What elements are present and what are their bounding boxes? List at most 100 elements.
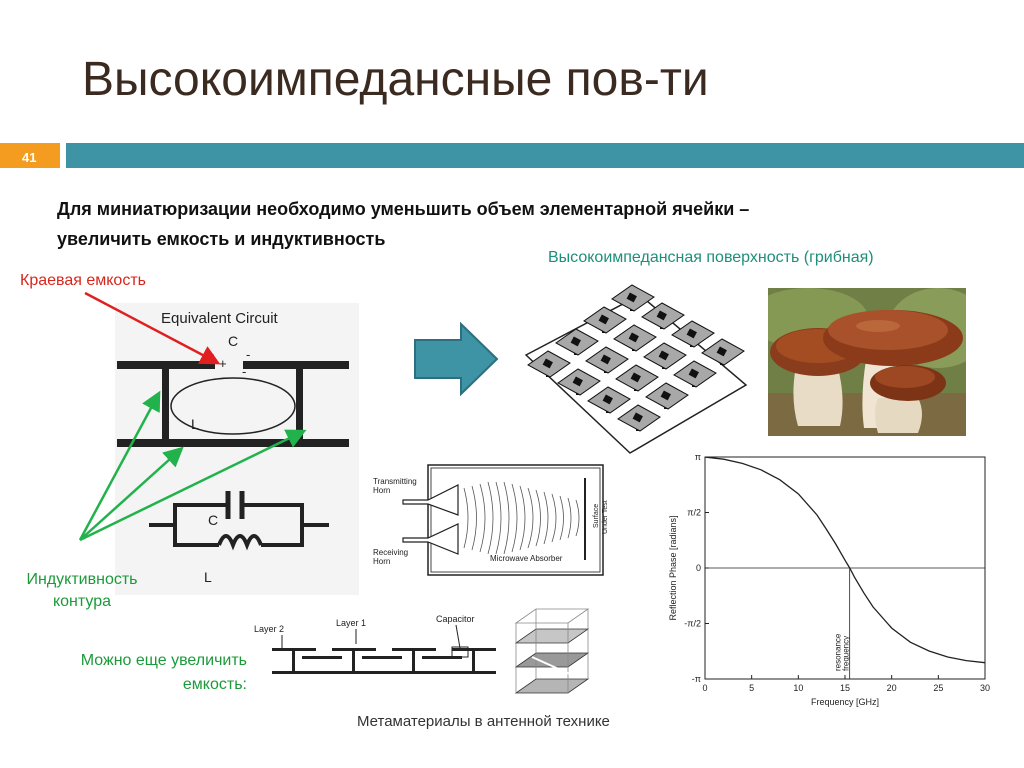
x-tick-label: 20	[887, 683, 897, 693]
patch-center-dot	[658, 350, 669, 361]
footer-text: Метаматериалы в антенной технике	[357, 713, 610, 730]
inductance-label-line-2: контура	[52, 593, 112, 610]
patch-center-dot	[602, 394, 613, 405]
circuit-c-label: C	[228, 333, 238, 349]
patch-center-dot	[542, 358, 553, 369]
x-tick-label: 30	[980, 683, 990, 693]
horn-label-1: Horn	[373, 486, 390, 495]
layer1-plate	[332, 648, 376, 651]
measurement-setup-panel: Transmitting Horn Receiving Horn Microwa…	[368, 460, 613, 580]
layer2-plate	[362, 656, 402, 659]
mushroom-photo	[768, 288, 966, 436]
inductance-label-line-1: Индуктивность	[26, 571, 138, 588]
patch-center-dot	[600, 354, 611, 365]
resonance-annotation-line-1: resonance	[834, 633, 843, 671]
patch-center-dot	[688, 368, 699, 379]
measurement-setup-diagram: Transmitting Horn Receiving Horn Microwa…	[373, 464, 609, 576]
circuit-l-label: L	[191, 416, 199, 432]
layer-via	[472, 651, 475, 671]
reflection-phase-chart-svg: Frequency [GHz] Reflection Phase [radian…	[668, 452, 990, 707]
via-left	[162, 365, 169, 443]
resonance-annotation-line-2: frequency	[842, 636, 851, 671]
surface-label-2: Under Test	[602, 500, 609, 534]
via-right	[296, 365, 303, 443]
mushroom-surface-diagram	[524, 284, 748, 454]
patch-center-dot	[570, 336, 581, 347]
current-loop	[170, 377, 296, 435]
more-capacitance-label: Можно еще увеличить емкость:	[30, 649, 247, 697]
patch-center-dot	[628, 332, 639, 343]
circuit-plus-2: +	[219, 356, 227, 371]
patch-center-dot	[656, 310, 667, 321]
receiving-horn	[402, 523, 459, 555]
lc-bottom-left	[173, 525, 219, 547]
layer-via	[412, 651, 415, 671]
layer-via	[352, 651, 355, 671]
title-bar	[66, 143, 1024, 168]
more-capacitance-line-2: емкость:	[182, 676, 247, 693]
layer2-plate	[302, 656, 342, 659]
ground-plane	[117, 439, 349, 447]
slide-number: 41	[0, 143, 60, 168]
bullet-text: Для миниатюризации необходимо уменьшить …	[57, 194, 957, 254]
bullet-line-2: увеличить емкость и индуктивность	[57, 229, 386, 249]
y-tick-label: -π	[692, 674, 701, 684]
x-tick-label: 25	[933, 683, 943, 693]
reflection-phase-chart: Frequency [GHz] Reflection Phase [radian…	[660, 443, 1004, 713]
patch-center-dot	[686, 328, 697, 339]
mushroom-illustration	[768, 288, 966, 436]
more-capacitance-line-1: Можно еще увеличить	[80, 652, 247, 669]
x-tick-label: 5	[749, 683, 754, 693]
patch-center-dot	[660, 390, 671, 401]
patch-center-dot	[632, 412, 643, 423]
surface-label-1: Surface	[593, 504, 600, 528]
layer1-label: Layer 1	[336, 618, 366, 628]
inductor-coil	[217, 534, 263, 551]
lc-top-left	[173, 503, 227, 525]
y-tick-label: π	[695, 452, 701, 462]
transmitting-horn	[402, 484, 459, 516]
inductance-arrow-1	[78, 390, 161, 541]
layers-diagram: Layer 2 Layer 1 Capacitor	[254, 614, 496, 674]
right-arrow-icon	[414, 322, 499, 396]
x-tick-label: 15	[840, 683, 850, 693]
fringe-capacitance-arrow	[84, 291, 221, 365]
circuit-l2-label: L	[204, 569, 212, 585]
x-tick-label: 10	[793, 683, 803, 693]
layer1-plate	[392, 648, 436, 651]
receiving-label: Receiving	[373, 548, 408, 557]
layer2-plate	[422, 656, 462, 659]
absorber-label: Microwave Absorber	[490, 554, 563, 563]
x-axis-label: Frequency [GHz]	[811, 697, 879, 707]
patch-center-dot	[572, 376, 583, 387]
x-tick-label: 0	[702, 683, 707, 693]
y-axis-label: Reflection Phase [radians]	[668, 515, 678, 620]
transmitting-label: Transmitting	[373, 477, 417, 486]
patch-center-dot	[630, 372, 641, 383]
y-tick-label: π/2	[687, 507, 701, 517]
mushroom-surface-label: Высокоимпедансная поверхность (грибная)	[548, 249, 874, 266]
slide-title: Высокоимпедансные пов-ти	[82, 53, 709, 106]
bullet-line-1: Для миниатюризации необходимо уменьшить …	[57, 199, 750, 219]
layer2-label: Layer 2	[254, 624, 284, 634]
circuit-c2-label: C	[208, 512, 218, 528]
inductance-label: Индуктивность контура	[12, 569, 152, 613]
circuit-title: Equivalent Circuit	[161, 310, 279, 327]
patch-center-dot	[716, 346, 727, 357]
patch-center-dot	[626, 292, 637, 303]
horn-label-2: Horn	[373, 557, 390, 566]
inductance-arrow-2	[79, 446, 184, 541]
layer1-plate	[452, 648, 496, 651]
capacitor-label: Capacitor	[436, 614, 475, 624]
circuit-minus-2: -	[242, 364, 246, 379]
y-tick-label: 0	[696, 563, 701, 573]
circuit-minus-1: -	[246, 347, 250, 362]
mushroom-cells	[527, 284, 745, 432]
fringe-capacitance-label: Краевая емкость	[20, 272, 146, 289]
stacked-layers-3d	[514, 608, 590, 694]
lc-top-right	[243, 503, 304, 547]
layer1-plate	[272, 648, 316, 651]
equivalent-circuit-diagram: Equivalent Circuit C + + - - L C L	[117, 310, 349, 585]
annotation-arrows	[78, 291, 307, 542]
phase-curve	[704, 456, 986, 664]
